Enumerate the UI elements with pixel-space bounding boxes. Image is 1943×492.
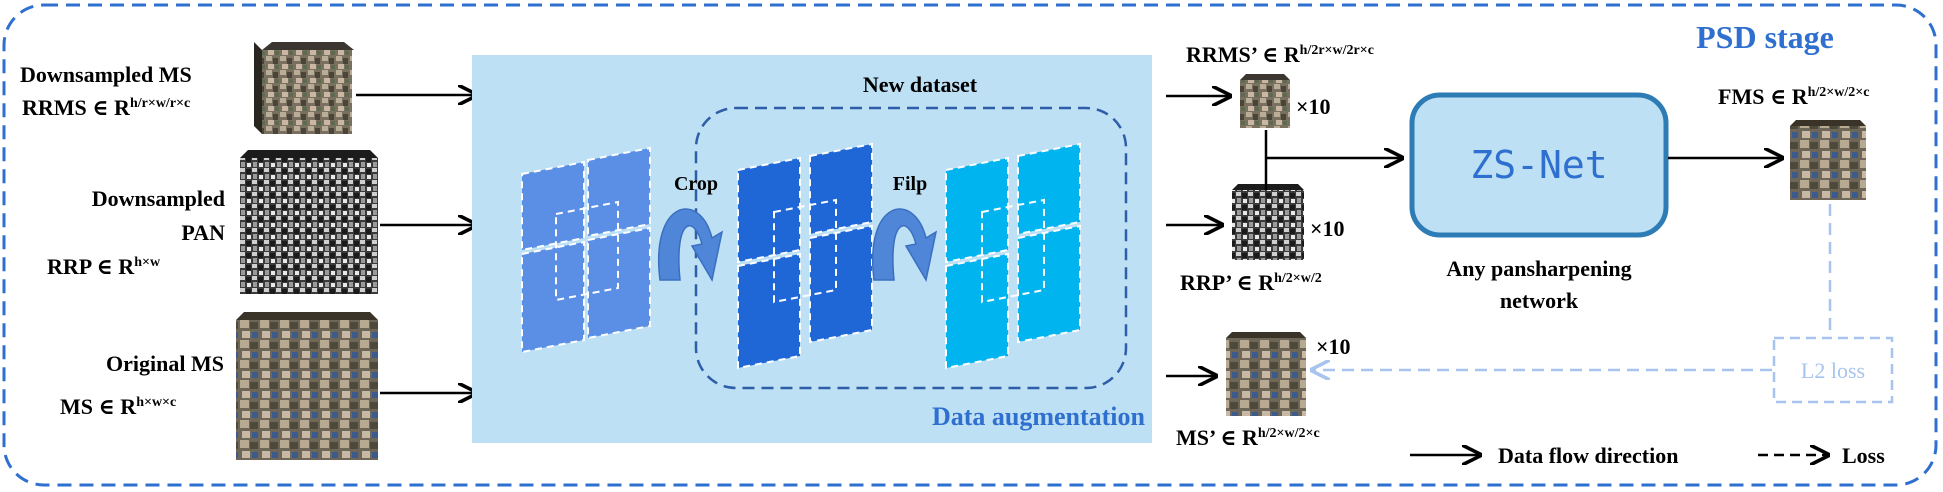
- l2-loss-label: L2 loss: [1801, 358, 1865, 383]
- zs-net-label: ZS-Net: [1470, 143, 1607, 187]
- ms-thumbnail: [254, 42, 354, 134]
- crop-label: Crop: [674, 173, 718, 195]
- stage-title: PSD stage: [1696, 19, 1834, 55]
- flip-label: Filp: [893, 173, 927, 195]
- ms-prime-count: ×10: [1316, 334, 1351, 359]
- ms-prime-thumbnail: [1226, 332, 1306, 416]
- ms-prime-label: MS’ ∈ Rh/2×w/2×c: [1176, 425, 1320, 450]
- svg-text:MS ∈ Rh×w×c: MS ∈ Rh×w×c: [60, 394, 176, 419]
- rrp-count: ×10: [1310, 216, 1345, 241]
- rrms-prime-label: RRMS’ ∈ Rh/2r×w/2r×c: [1186, 42, 1374, 67]
- crop-arrow-icon: [657, 208, 724, 283]
- l2-loss-box: [1772, 336, 1894, 404]
- fms-thumbnail: [1790, 120, 1866, 200]
- svg-text:Downsampled MS: Downsampled MS: [20, 62, 192, 87]
- rrp-prime-label: RRP’ ∈ Rh/2×w/2: [1180, 270, 1322, 295]
- orig-ms-thumbnail: [236, 312, 378, 460]
- tiles-flipped: [945, 142, 1081, 370]
- input-orig-label: Original MS MS ∈ Rh×w×c: [60, 351, 224, 419]
- svg-text:Downsampled: Downsampled: [92, 186, 225, 211]
- new-dataset-title: New dataset: [863, 72, 978, 97]
- rrms-count: ×10: [1296, 94, 1331, 119]
- legend-flow-label: Data flow direction: [1498, 443, 1678, 468]
- stage-border: [2, 3, 1938, 487]
- legend-loss-label: Loss: [1842, 443, 1885, 468]
- input-pan-label: Downsampled PAN RRP ∈ Rh×w: [47, 186, 225, 279]
- input-ms-label: Downsampled MS RRMS ∈ Rh/r×w/r×c: [20, 62, 192, 120]
- fms-label: FMS ∈ Rh/2×w/2×c: [1718, 84, 1869, 109]
- network-caption-line2: network: [1500, 288, 1579, 313]
- tiles-original: [521, 146, 651, 354]
- zs-net-box: [1409, 92, 1669, 238]
- svg-text:RRMS ∈ Rh/r×w/r×c: RRMS ∈ Rh/r×w/r×c: [22, 95, 190, 120]
- data-augmentation-label: Data augmentation: [932, 402, 1146, 431]
- svg-text:RRP ∈ Rh×w: RRP ∈ Rh×w: [47, 254, 161, 279]
- rrp-prime-thumbnail: [1232, 184, 1304, 260]
- rrms-prime-thumbnail: [1240, 74, 1290, 128]
- svg-text:PAN: PAN: [181, 220, 225, 245]
- flip-arrow-icon: [871, 208, 938, 283]
- network-caption-line1: Any pansharpening: [1446, 256, 1631, 281]
- svg-text:Original MS: Original MS: [106, 351, 224, 376]
- tiles-cropped: [737, 142, 873, 370]
- pan-thumbnail: [240, 150, 378, 294]
